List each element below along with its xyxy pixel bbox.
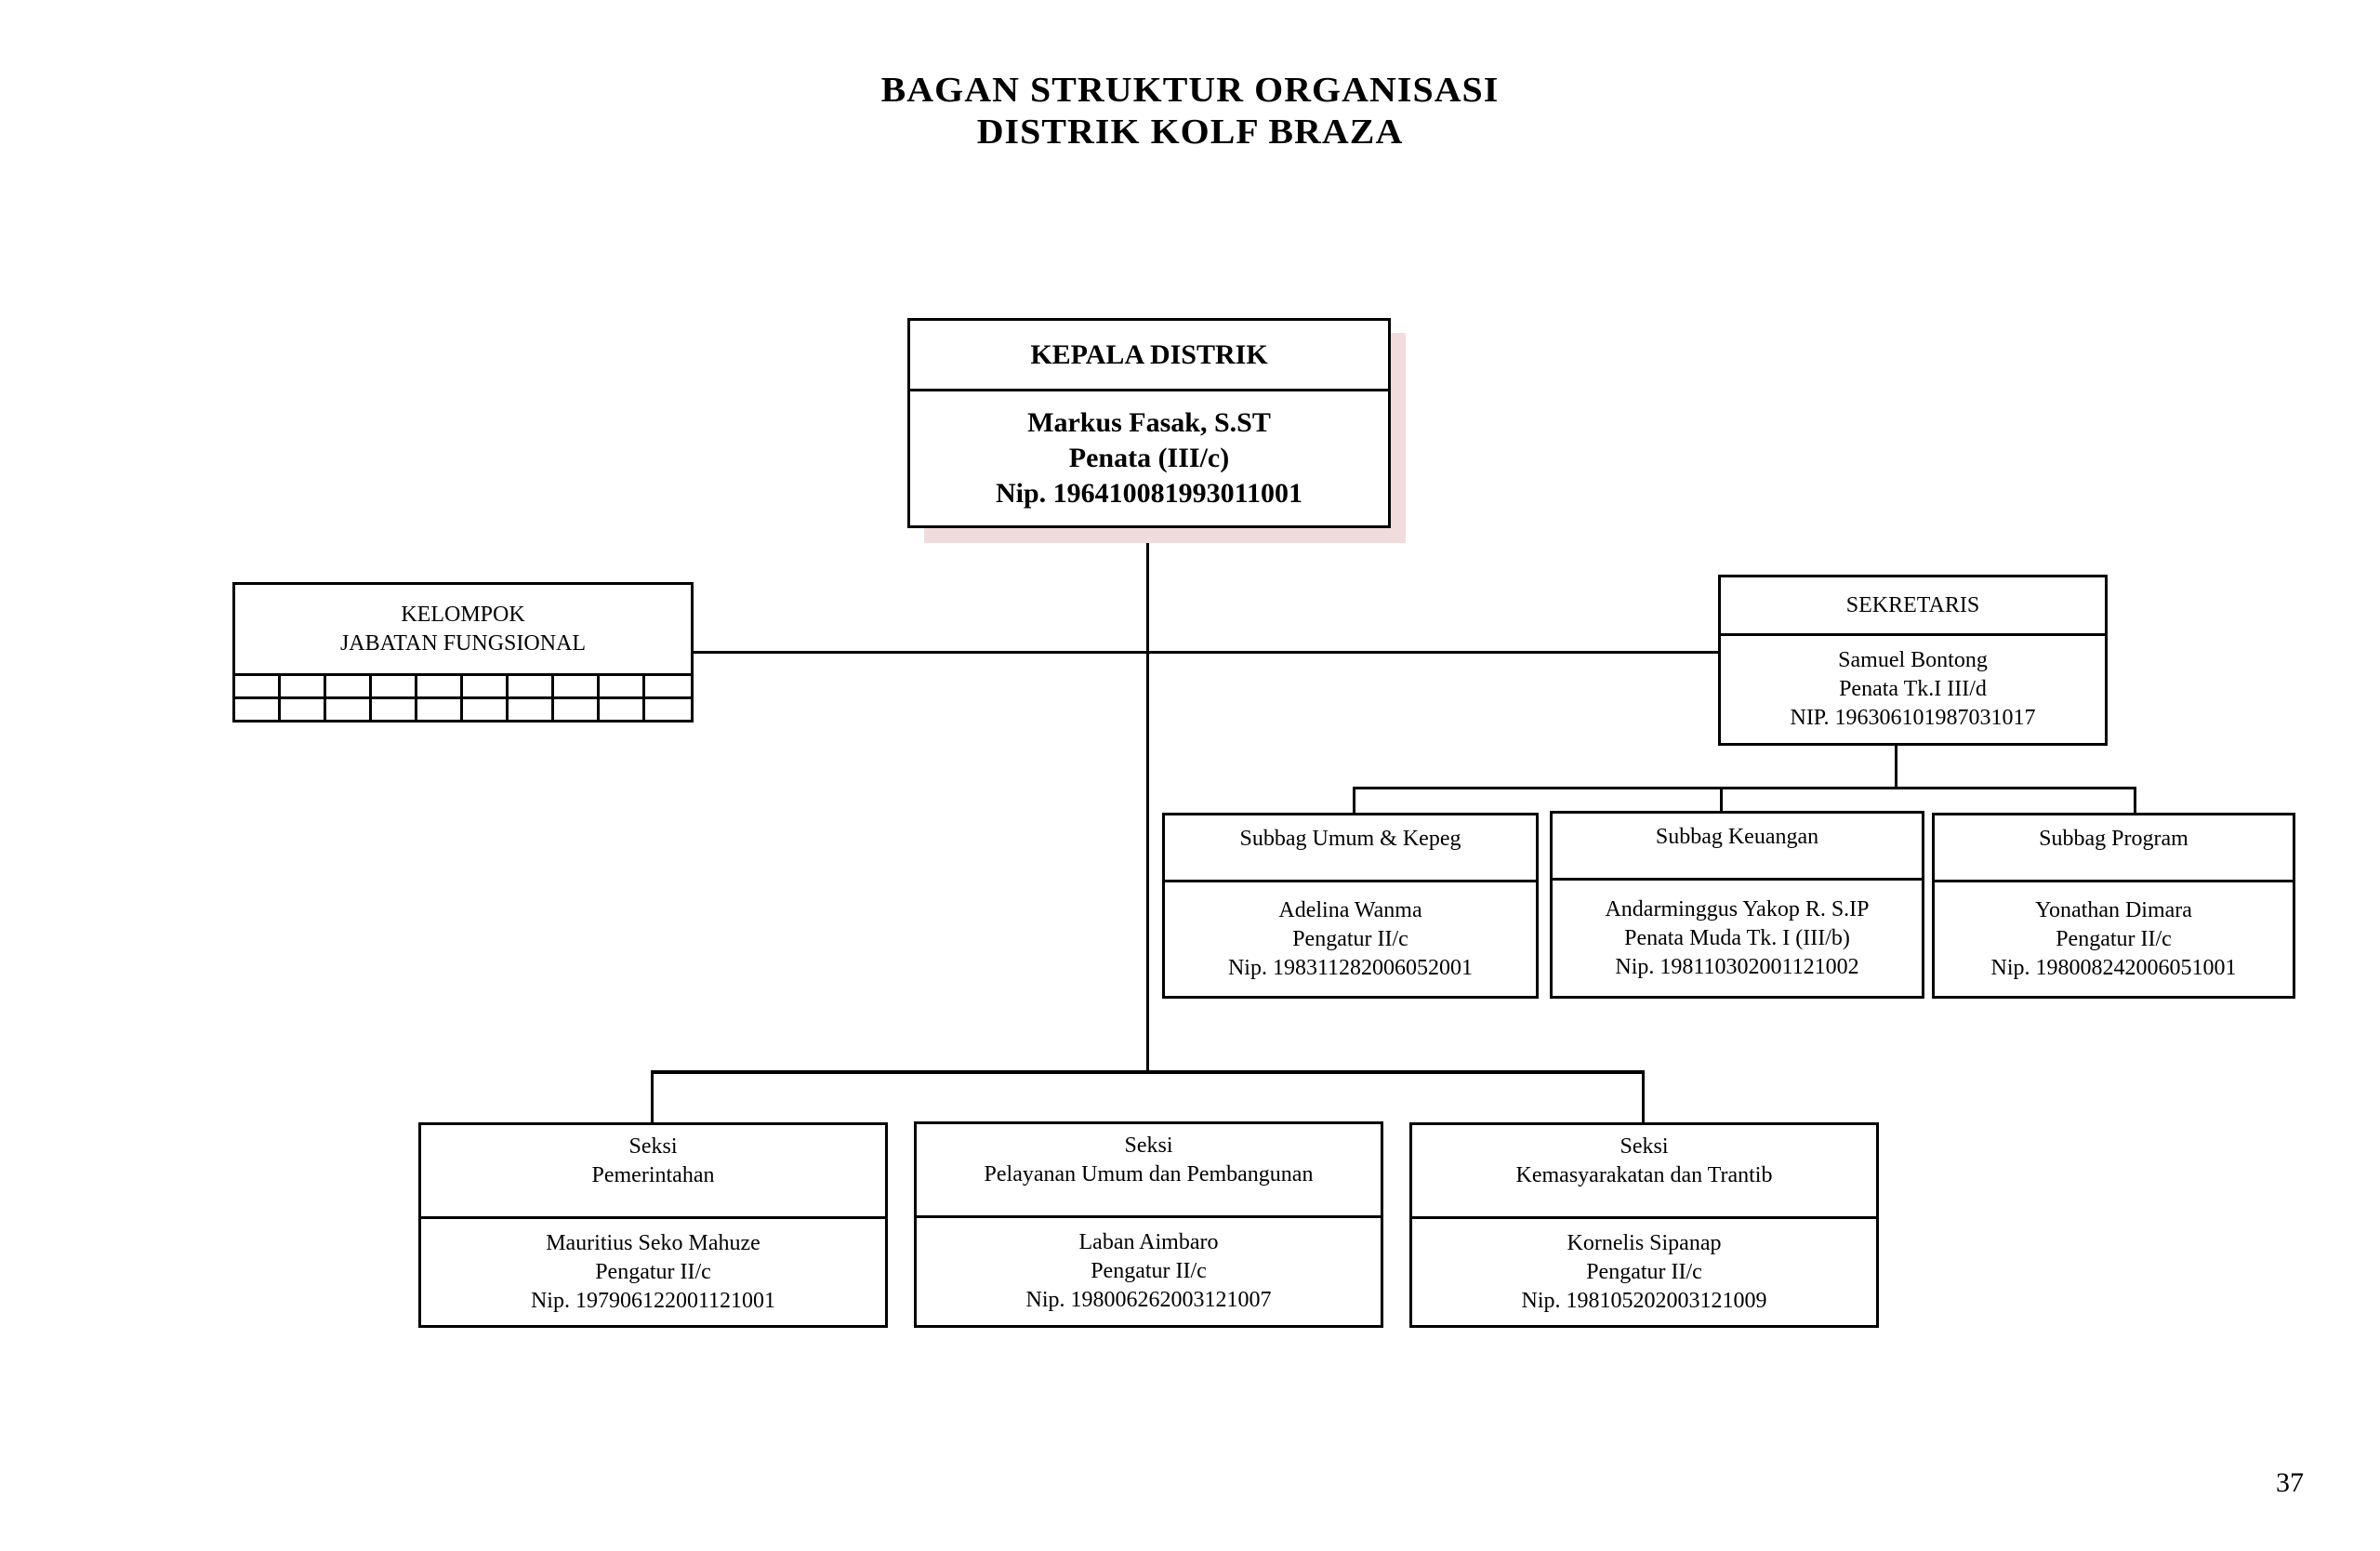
connector-subbag-bar [1353, 787, 2135, 789]
section-label: Seksi [1124, 1133, 1173, 1158]
head-name: Markus Fasak, S.ST [1027, 407, 1271, 438]
connector-seksi-bar [651, 1070, 1645, 1074]
section-label: Seksi [1620, 1134, 1669, 1159]
section-box: Seksi Pemerintahan Mauritius Seko Mahuze… [418, 1122, 888, 1328]
page-number: 37 [2276, 1467, 2304, 1498]
subbag-name: Adelina Wanma [1278, 897, 1422, 922]
subbag-rank: Pengatur II/c [2056, 926, 2172, 951]
section-box: Seksi Kemasyarakatan dan Trantib Korneli… [1409, 1122, 1879, 1328]
subbag-name: Andarminggus Yakop R. S.IP [1605, 896, 1870, 921]
section-nip: Nip. 197906122001121001 [530, 1288, 776, 1313]
subbag-position: Subbag Keuangan [1553, 814, 1922, 881]
chart-title-line-1: BAGAN STRUKTUR ORGANISASI [880, 71, 1500, 110]
subbag-nip: Nip. 198008242006051001 [1990, 955, 2237, 980]
functional-group-grid [235, 676, 691, 720]
secretary-rank: Penata Tk.I III/d [1839, 677, 1987, 701]
connector-horizontal-main [692, 651, 1720, 654]
secretary-nip: NIP. 196306101987031017 [1790, 706, 2036, 730]
section-box: Seksi Pelayanan Umum dan Pembangunan Lab… [914, 1121, 1383, 1328]
secretary-name: Samuel Bontong [1838, 648, 1988, 672]
connector-head-trunk [1146, 525, 1149, 1072]
section-nip: Nip. 198006262003121007 [1025, 1288, 1272, 1312]
section-name: Kornelis Sipanap [1567, 1230, 1722, 1255]
section-label: Seksi [628, 1134, 678, 1159]
section-name: Laban Aimbaro [1078, 1230, 1219, 1254]
subbag-nip: Nip. 198311282006052001 [1227, 955, 1474, 980]
secretary-box: SEKRETARIS Samuel Bontong Penata Tk.I II… [1718, 575, 2108, 746]
section-unit: Pemerintahan [591, 1163, 715, 1187]
subbag-box: Subbag Program Yonathan Dimara Pengatur … [1932, 813, 2295, 999]
connector-seksi-1 [651, 1070, 654, 1124]
subbag-position: Subbag Umum & Kepeg [1165, 815, 1536, 882]
chart-title-line-2: DISTRIK KOLF BRAZA [976, 113, 1404, 152]
subbag-name: Yonathan Dimara [2035, 897, 2192, 922]
secretary-position: SEKRETARIS [1721, 577, 2105, 636]
functional-group-box: KELOMPOK JABATAN FUNGSIONAL [232, 582, 694, 722]
head-nip: Nip. 196410081993011001 [995, 478, 1303, 509]
connector-seksi-3 [1642, 1070, 1645, 1124]
section-name: Mauritius Seko Mahuze [546, 1230, 760, 1255]
functional-group-line-2: JABATAN FUNGSIONAL [339, 630, 587, 656]
section-rank: Pengatur II/c [595, 1259, 711, 1284]
connector-subbag-3 [2134, 787, 2136, 815]
head-box: KEPALA DISTRIK Markus Fasak, S.ST Penata… [907, 318, 1391, 528]
section-nip: Nip. 198105202003121009 [1521, 1288, 1767, 1313]
subbag-nip: Nip. 198110302001121002 [1615, 954, 1859, 979]
subbag-rank: Pengatur II/c [1292, 926, 1408, 951]
connector-secretary-down [1895, 744, 1897, 789]
subbag-box: Subbag Keuangan Andarminggus Yakop R. S.… [1550, 811, 1924, 999]
functional-group-line-1: KELOMPOK [401, 602, 525, 627]
connector-subbag-1 [1353, 787, 1355, 815]
section-rank: Pengatur II/c [1091, 1259, 1207, 1283]
head-rank: Penata (III/c) [1068, 443, 1230, 473]
head-position: KEPALA DISTRIK [910, 321, 1388, 391]
subbag-rank: Penata Muda Tk. I (III/b) [1624, 925, 1850, 950]
section-rank: Pengatur II/c [1586, 1259, 1702, 1284]
subbag-position: Subbag Program [1935, 815, 2293, 882]
connector-subbag-2 [1720, 787, 1723, 813]
subbag-box: Subbag Umum & Kepeg Adelina Wanma Pengat… [1162, 813, 1539, 999]
section-unit: Kemasyarakatan dan Trantib [1515, 1163, 1773, 1187]
section-unit: Pelayanan Umum dan Pembangunan [984, 1162, 1314, 1186]
